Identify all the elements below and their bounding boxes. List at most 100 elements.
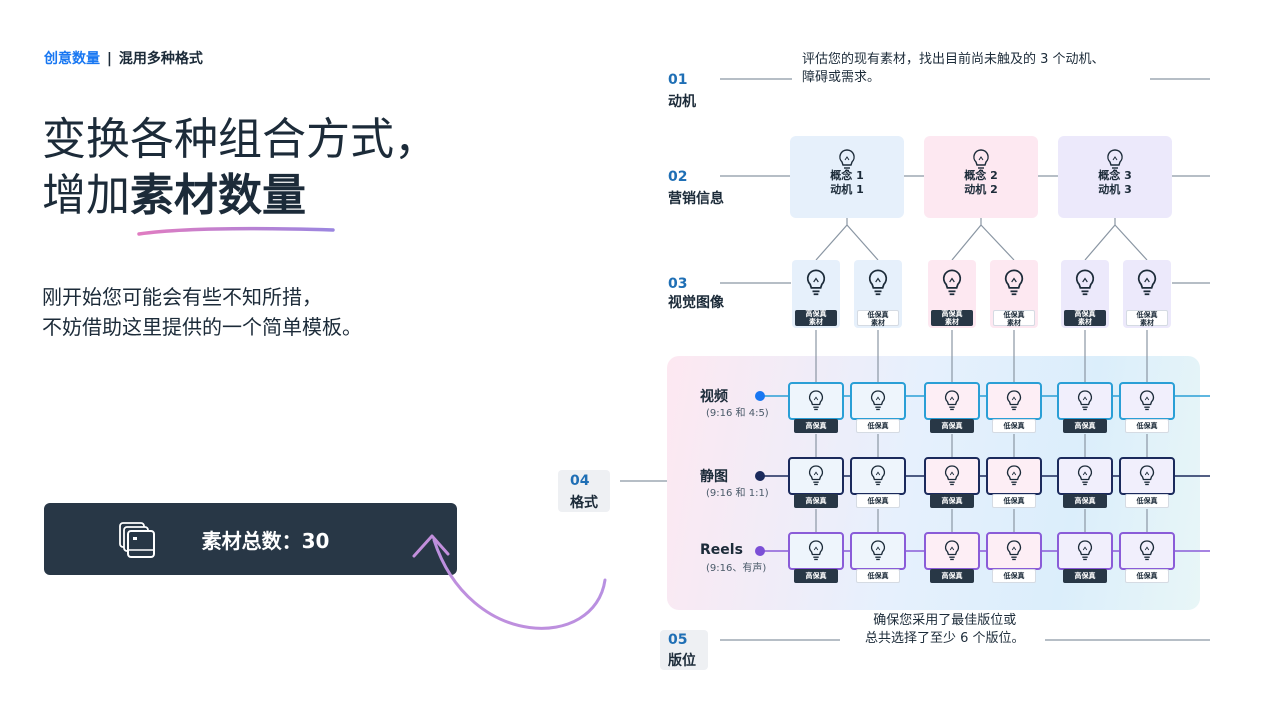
placement-note-line-2: 总共选择了至少 6 个版位。 <box>865 631 1025 646</box>
cell-tag: 低保真 <box>1125 494 1169 508</box>
format-reels-title: Reels <box>700 542 743 558</box>
cell-tag: 高保真 <box>794 569 838 583</box>
step-04-label: 格式 <box>570 495 598 511</box>
cell-tag: 高保真 <box>794 494 838 508</box>
step-05-pill <box>660 630 708 670</box>
visual-tag: 高保真素材 <box>795 310 837 326</box>
format-video-title: 视频 <box>700 389 728 405</box>
lightbulb-icon <box>944 465 960 486</box>
format-cell-low: 低保真 <box>986 532 1042 584</box>
step-01-number: 01 <box>668 72 688 88</box>
step-02-label: 营销信息 <box>668 191 724 207</box>
visual-tag: 低保真素材 <box>993 310 1035 327</box>
cell-tag: 低保真 <box>856 419 900 433</box>
lightbulb-icon <box>1139 390 1155 411</box>
visual-tag: 高保真素材 <box>931 310 973 326</box>
lightbulb-icon <box>870 390 886 411</box>
format-cell-low: 低保真 <box>1119 457 1175 509</box>
visual-card-low: 低保真素材 <box>854 260 902 328</box>
cell-tag: 高保真 <box>1063 569 1107 583</box>
visual-tag-line-1: 高保真 <box>805 310 827 318</box>
visual-tag-line-1: 高保真 <box>941 310 963 318</box>
visual-tag-line-1: 高保真 <box>1074 310 1096 318</box>
headline-line-2-prefix: 增加 <box>42 170 130 221</box>
format-reels-sub: (9:16、有声) <box>706 563 767 574</box>
cell-tag: 高保真 <box>1063 419 1107 433</box>
cell-tag: 高保真 <box>930 569 974 583</box>
visual-card-high: 高保真素材 <box>792 260 840 328</box>
format-cell-high: 高保真 <box>1057 532 1113 584</box>
eyebrow-rest: 混用多种格式 <box>118 51 203 67</box>
lightbulb-icon <box>806 269 826 296</box>
total-assets-label: 素材总数：30 <box>201 529 330 553</box>
cell-tag: 高保真 <box>794 419 838 433</box>
eyebrow: 创意数量 | 混用多种格式 <box>44 48 203 68</box>
visual-tag-line-2: 素材 <box>945 318 959 326</box>
intro-line-1: 刚开始您可能会有些不知所措， <box>42 285 322 309</box>
visual-tag-line-1: 低保真 <box>1003 311 1025 319</box>
lightbulb-icon <box>839 149 855 172</box>
format-cell-high: 高保真 <box>924 382 980 434</box>
concept-3-line-1: 概念 3 <box>1098 169 1132 182</box>
lightbulb-icon <box>944 540 960 561</box>
visual-card-high: 高保真素材 <box>1061 260 1109 328</box>
motivation-note-line-1: 评估您的现有素材，找出目前尚未触及的 3 个动机、 <box>802 52 1105 67</box>
cell-tag: 高保真 <box>1063 494 1107 508</box>
format-cell-low: 低保真 <box>986 382 1042 434</box>
lightbulb-icon <box>1139 540 1155 561</box>
lightbulb-icon <box>1077 540 1093 561</box>
lightbulb-icon <box>1075 269 1095 296</box>
headline-line-1: 变换各种组合方式， <box>42 114 438 165</box>
concept-1-line-1: 概念 1 <box>830 169 864 182</box>
intro-line-2: 不妨借助这里提供的一个简单模板。 <box>42 315 362 339</box>
motivation-note: 评估您的现有素材，找出目前尚未触及的 3 个动机、 障碍或需求。 <box>802 51 1105 87</box>
format-cell-low: 低保真 <box>850 382 906 434</box>
format-image-sub: (9:16 和 1:1) <box>706 488 769 499</box>
format-cell-high: 高保真 <box>1057 457 1113 509</box>
cell-tag: 高保真 <box>930 419 974 433</box>
format-cell-low: 低保真 <box>1119 532 1175 584</box>
visual-card-low: 低保真素材 <box>990 260 1038 328</box>
step-01-label: 动机 <box>668 94 696 110</box>
format-cell-low: 低保真 <box>850 532 906 584</box>
format-cell-low: 低保真 <box>986 457 1042 509</box>
eyebrow-separator: | <box>106 51 112 67</box>
lightbulb-icon <box>1107 149 1123 172</box>
curved-arrow <box>412 534 607 630</box>
eyebrow-accent: 创意数量 <box>44 51 100 67</box>
lightbulb-icon <box>1006 465 1022 486</box>
format-video-sub: (9:16 和 4:5) <box>706 408 769 419</box>
step-05-label: 版位 <box>668 653 696 669</box>
visual-tag-line-2: 素材 <box>809 318 823 326</box>
format-cell-low: 低保真 <box>1119 382 1175 434</box>
lightbulb-icon <box>870 540 886 561</box>
lightbulb-icon <box>808 390 824 411</box>
headline-line-2-bold: 素材数量 <box>130 170 306 221</box>
visual-card-low: 低保真素材 <box>1123 260 1171 328</box>
step-02-number: 02 <box>668 169 688 185</box>
visual-tag-line-1: 低保真 <box>867 311 889 319</box>
visual-tag: 低保真素材 <box>1126 310 1168 327</box>
visual-tag-line-2: 素材 <box>871 319 885 327</box>
visual-tag: 低保真素材 <box>857 310 899 327</box>
intro-text: 刚开始您可能会有些不知所措， 不妨借助这里提供的一个简单模板。 <box>42 282 362 342</box>
lightbulb-icon <box>1004 269 1024 296</box>
lightbulb-icon <box>1139 465 1155 486</box>
format-cell-high: 高保真 <box>788 532 844 584</box>
cell-tag: 低保真 <box>1125 419 1169 433</box>
cell-tag: 低保真 <box>992 569 1036 583</box>
visual-tag-line-1: 低保真 <box>1136 311 1158 319</box>
cell-tag: 低保真 <box>856 494 900 508</box>
step-05-number: 05 <box>668 632 688 648</box>
placement-note-line-1: 确保您采用了最佳版位或 <box>873 613 1017 628</box>
headline-underline <box>137 226 335 236</box>
concept-3-line-2: 动机 3 <box>1098 183 1132 196</box>
headline-line-2: 增加素材数量 <box>42 168 438 224</box>
cell-tag: 低保真 <box>1125 569 1169 583</box>
step-04-pill <box>558 470 610 512</box>
lightbulb-icon <box>1006 540 1022 561</box>
